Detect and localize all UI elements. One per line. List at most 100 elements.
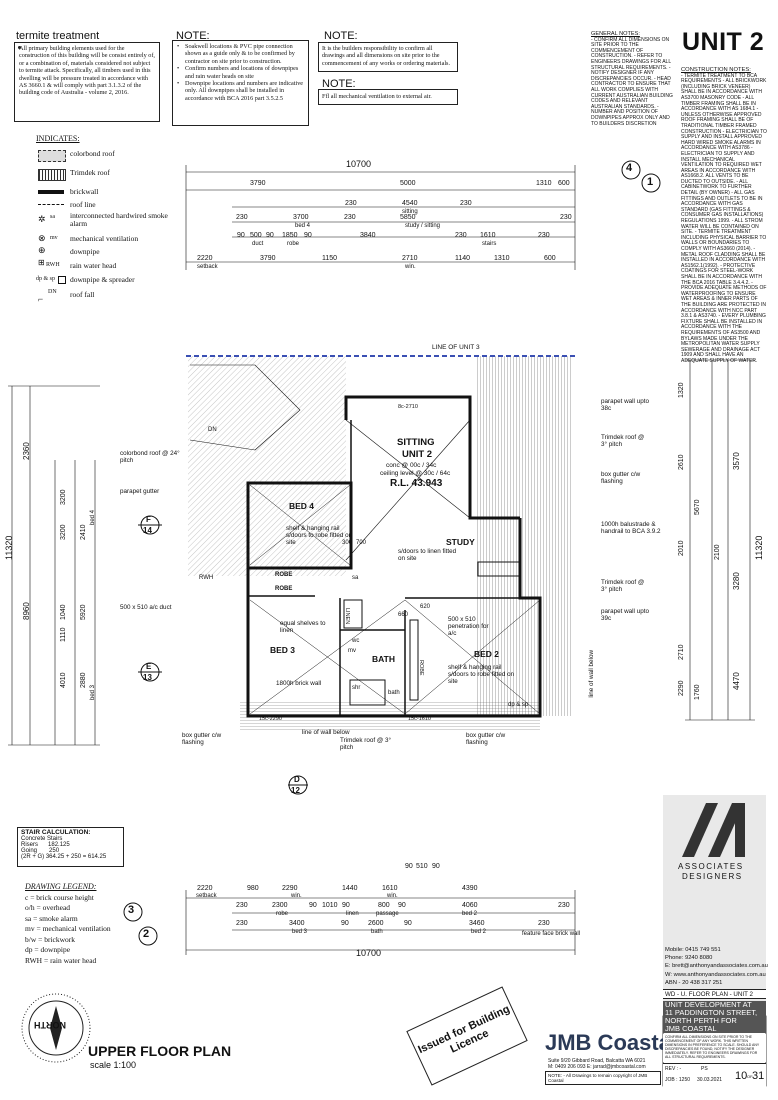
indicates-label: mechanical ventilation: [70, 234, 139, 243]
note-item: •Downpipe locations and numbers are indi…: [177, 80, 304, 102]
annotation: equal shelves to linen: [280, 620, 326, 634]
dimension: 1110: [60, 627, 67, 642]
firm-phone: Phone: 9240 8080: [665, 955, 713, 962]
annotation: box gutter c/w flashing: [182, 732, 222, 746]
top-dimensions: [185, 165, 576, 270]
dimension: 3400: [289, 920, 305, 927]
client-name: JMB Coastal: [545, 1030, 678, 1055]
dimension: 980: [247, 885, 259, 892]
job-number: JOB : 1250: [665, 1077, 691, 1083]
dimension: 230: [455, 232, 467, 239]
rain-water-head-icon: ⊞: [38, 258, 45, 267]
dimension: 90: [237, 232, 245, 239]
dimension: 4060: [462, 902, 478, 909]
legend-item: dp = downpipe: [25, 945, 71, 954]
drawn-by: PS: [701, 1066, 708, 1072]
legend-item: c = brick course height: [25, 892, 94, 902]
room-bed2-label: BED 2: [474, 649, 500, 659]
dimension: 1040: [60, 604, 67, 620]
dimension: 5670: [694, 499, 701, 515]
stair-calc-title: STAIR CALCULATION:: [21, 829, 91, 836]
revision: REV : -: [665, 1066, 682, 1072]
client-address: Suite 9/20 Gibbard Road, Balcatta WA 602…: [548, 1058, 646, 1064]
dimension-label: duct: [252, 241, 264, 247]
sheet-total: 31: [752, 1070, 765, 1082]
annotation: Trimdek roof @ 3° pitch: [601, 579, 645, 593]
dimension: 230: [236, 920, 248, 927]
dimension: 230: [538, 232, 550, 239]
annotation: 1000h balustrade & handrail to BCA 3.9.2: [601, 521, 661, 535]
left-dimensions: [8, 385, 100, 746]
dimension-label: bed 2: [462, 911, 478, 917]
indicates-tag: dp & sp: [36, 276, 56, 282]
overall-dimension: 10700: [346, 159, 372, 169]
termite-heading: termite treatment: [16, 30, 100, 42]
plan-title: UPPER FLOOR PLAN: [88, 1043, 232, 1059]
general-notes-body: - CONFIRM ALL DIMENSIONS ON SITE PRIOR T…: [591, 36, 673, 127]
room-bed3-label: BED 3: [270, 645, 296, 655]
indicates-tag: sa: [50, 214, 55, 220]
dimension: 90: [341, 920, 349, 927]
annotation: 500 x 510 a/c duct: [120, 604, 172, 611]
dimension: 510: [416, 863, 428, 870]
dimension-label: setback: [196, 893, 217, 899]
indicates-label: downpipe & spreader: [70, 275, 135, 284]
annotation: parapet wall upto 38c: [601, 398, 649, 412]
annotation: parapet wall upto 39c: [601, 608, 649, 622]
sheet-number: 10: [735, 1070, 748, 1082]
section-marker-3-2: [123, 902, 158, 946]
annotation: parapet gutter: [120, 488, 160, 495]
section-marker-4-1: [621, 160, 661, 193]
roof-fall-label: DN: [208, 427, 217, 433]
note-item: •Confirm numbers and locations of downpi…: [177, 65, 299, 80]
section-marker-letter: 4: [626, 162, 633, 174]
plan-scale: scale 1:100: [90, 1060, 137, 1070]
dimension: 230: [558, 902, 570, 909]
dimension: 3700: [293, 214, 309, 221]
dimension: 1150: [322, 255, 338, 262]
firm-contact: Mobile: 0415 749 551 Phone: 9240 8080 E:…: [665, 946, 768, 987]
dimension-label: stairs: [482, 241, 497, 247]
dimension: 5000: [400, 180, 416, 187]
annotation: shelf & hanging rail s/doors to robe fit…: [286, 525, 353, 546]
dimension: 90: [398, 902, 406, 909]
brick-course-label: 15c-1610: [408, 716, 431, 722]
section-marker-number: 13: [143, 673, 152, 682]
trimdek-roof-right: [475, 356, 573, 716]
drawing-legend: DRAWING LEGEND: c = brick course height …: [25, 882, 111, 966]
indicates-label: interconnected hardwired smoke alarm: [70, 211, 168, 228]
dimension: 230: [236, 902, 248, 909]
dimension: 2410: [80, 524, 87, 540]
firm-mobile: Mobile: 0415 749 551: [665, 947, 721, 953]
drawing-title: WD - U. FLOOR PLAN - UNIT 2: [663, 989, 766, 999]
dimension: 800: [378, 902, 390, 909]
mechanical-ventilation-icon: ⊗: [38, 233, 46, 243]
firm-web: W: www.anthonyandassociates.com.au: [665, 971, 766, 978]
dimension-label: bed 4: [90, 509, 96, 525]
dimension-label: bed 2: [471, 929, 487, 935]
dimension-label: passage: [376, 911, 399, 917]
dimension: 3280: [732, 572, 741, 590]
project-name: UNIT DEVELOPMENT AT 11 PADDINGTON STREET…: [663, 1001, 766, 1033]
bath-label: bath: [388, 690, 400, 696]
dimension: 230: [538, 920, 550, 927]
walls: [189, 364, 542, 718]
indicates-label: roof fall: [70, 290, 95, 299]
construction-notes-body: - TERMITE TREATMENT TO BCA REQUIREMENTS …: [681, 72, 767, 364]
wc-label: wc: [352, 638, 360, 644]
north-label: NORTH: [34, 1020, 66, 1030]
dimension: 8960: [22, 602, 31, 620]
dimension: 660: [398, 612, 409, 618]
downpipe-spreader-icon: [58, 276, 66, 284]
bottom-dimensions: [185, 890, 576, 955]
general-notes-title: GENERAL NOTES:: [591, 31, 640, 37]
dimension: 1310: [494, 255, 510, 262]
indicates-label: roof line: [70, 200, 96, 209]
dimension: 2710: [678, 644, 685, 660]
dimension: 90: [432, 863, 440, 870]
indicates-tag: DN: [48, 289, 57, 295]
client-copyright: NOTE: - All Drawings to remain copyright…: [545, 1071, 661, 1085]
dimension-label: setback: [197, 264, 218, 270]
